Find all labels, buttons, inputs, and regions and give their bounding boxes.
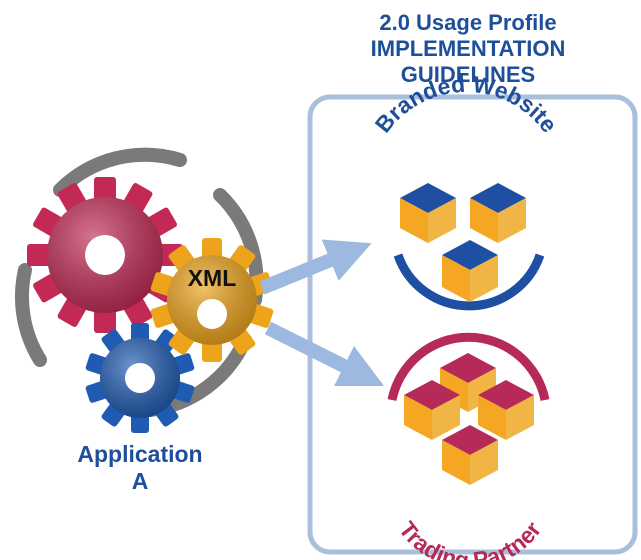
title-line-1: 2.0 Usage Profile	[379, 10, 556, 35]
arrow-to-branded-website	[259, 239, 372, 295]
trading-partner-cubes-icon	[404, 353, 534, 485]
title-block: 2.0 Usage Profile IMPLEMENTATION GUIDELI…	[371, 10, 566, 87]
trading-partner-ring	[387, 332, 550, 401]
branded-website-cubes-icon	[400, 183, 526, 302]
title-line-2: IMPLEMENTATION	[371, 36, 566, 61]
application-label-line-1: Application	[77, 441, 202, 467]
application-label-line-2: A	[132, 468, 149, 494]
arrow-to-trading-partner	[264, 321, 385, 387]
branded-website-ring	[393, 253, 545, 311]
title-line-3: GUIDELINES	[401, 62, 535, 87]
implementation-panel	[307, 94, 638, 555]
arrows	[259, 239, 385, 387]
xml-gear-label: XML	[188, 265, 237, 291]
xml-gear-icon: XML	[150, 238, 274, 362]
application-label: Application A	[77, 441, 202, 494]
blue-gear-icon	[85, 323, 195, 433]
